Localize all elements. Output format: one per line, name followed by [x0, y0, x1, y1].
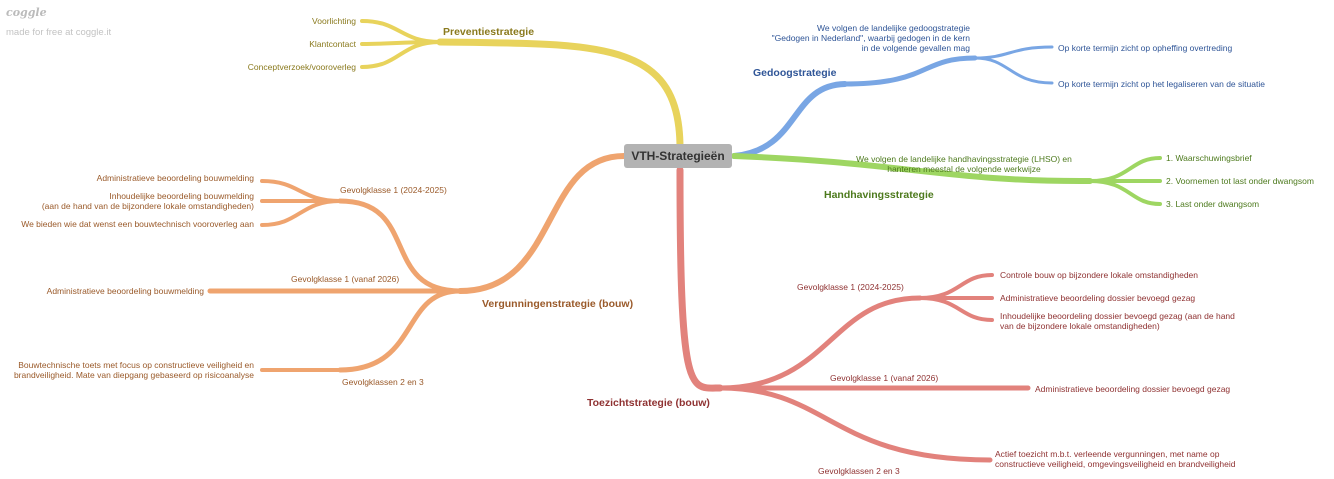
permits-item[interactable]: Administratieve beoordeling bouwmelding — [96, 173, 254, 183]
enforcement-item[interactable]: 2. Voornemen tot last onder dwangsom — [1166, 176, 1314, 186]
permits-item[interactable]: Administratieve beoordeling bouwmelding — [46, 286, 204, 296]
permits-branches — [207, 153, 627, 373]
tolerance-note[interactable]: We volgen de landelijke gedoogstrategie … — [771, 23, 970, 53]
supervision-group-label[interactable]: Gevolgklasse 1 (vanaf 2026) — [830, 373, 939, 383]
supervision-item[interactable]: Administratieve beoordeling dossier bevo… — [1035, 384, 1231, 394]
prevention-branches — [360, 19, 684, 152]
enforcement-item[interactable]: 3. Last onder dwangsom — [1166, 199, 1260, 209]
prevention-item[interactable]: Klantcontact — [309, 39, 356, 49]
supervision-item[interactable]: Administratieve beoordeling dossier bevo… — [1000, 293, 1196, 303]
prevention-item[interactable]: Voorlichting — [312, 16, 356, 26]
tolerance-item[interactable]: Op korte termijn zicht op het legalisere… — [1058, 79, 1265, 89]
supervision-group-label[interactable]: Gevolgklassen 2 en 3 — [818, 466, 900, 476]
supervision-group-label[interactable]: Gevolgklasse 1 (2024-2025) — [797, 282, 904, 292]
supervision-title[interactable]: Toezichtstrategie (bouw) — [587, 397, 710, 409]
enforcement-item[interactable]: 1. Waarschuwingsbrief — [1166, 153, 1252, 163]
permits-item[interactable]: Bouwtechnische toets met focus op constr… — [13, 360, 254, 380]
permits-group-label[interactable]: Gevolgklassen 2 en 3 — [342, 377, 424, 387]
permits-item[interactable]: We bieden wie dat wenst een bouwtechnisc… — [21, 219, 254, 229]
coggle-logo: coggle — [6, 6, 47, 19]
supervision-item[interactable]: Inhoudelijke beoordeling dossier bevoegd… — [1000, 311, 1235, 331]
tolerance-item[interactable]: Op korte termijn zicht op opheffing over… — [1058, 43, 1233, 53]
coggle-tagline: made for free at coggle.it — [6, 27, 112, 38]
enforcement-branches — [731, 153, 1162, 206]
permits-group-label[interactable]: Gevolgklasse 1 (2024-2025) — [340, 185, 447, 195]
supervision-item[interactable]: Actief toezicht m.b.t. verleende vergunn… — [995, 449, 1236, 469]
prevention-item[interactable]: Conceptverzoek/vooroverleg — [247, 62, 356, 72]
prevention-title[interactable]: Preventiestrategie — [443, 26, 535, 38]
central-node[interactable]: VTH-Strategieën — [624, 144, 732, 168]
permits-title[interactable]: Vergunningenstrategie (bouw) — [482, 298, 634, 310]
enforcement-note[interactable]: We volgen de landelijke handhavingsstrat… — [856, 154, 1072, 174]
enforcement-title[interactable]: Handhavingsstrategie — [824, 189, 934, 201]
supervision-branches — [676, 166, 1031, 463]
supervision-item[interactable]: Controle bouw op bijzondere lokale omsta… — [1000, 270, 1198, 280]
tolerance-title[interactable]: Gedoogstrategie — [753, 67, 837, 79]
permits-item[interactable]: Inhoudelijke beoordeling bouwmelding (aa… — [41, 191, 254, 211]
permits-group-label[interactable]: Gevolgklasse 1 (vanaf 2026) — [291, 274, 400, 284]
tolerance-branches — [731, 45, 1054, 159]
